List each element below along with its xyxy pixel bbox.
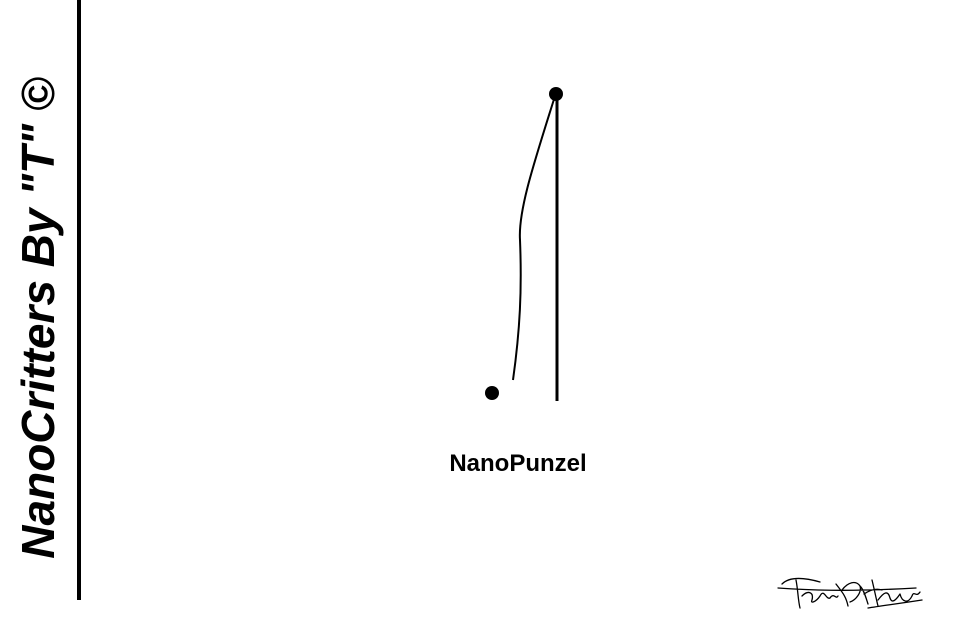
hair-strand xyxy=(512,95,556,381)
figure-caption: NanoPunzel xyxy=(449,450,587,477)
bottom-dot xyxy=(485,386,499,400)
handwritten-signature xyxy=(777,577,923,609)
vertical-divider xyxy=(77,0,81,600)
top-dot xyxy=(549,87,563,101)
